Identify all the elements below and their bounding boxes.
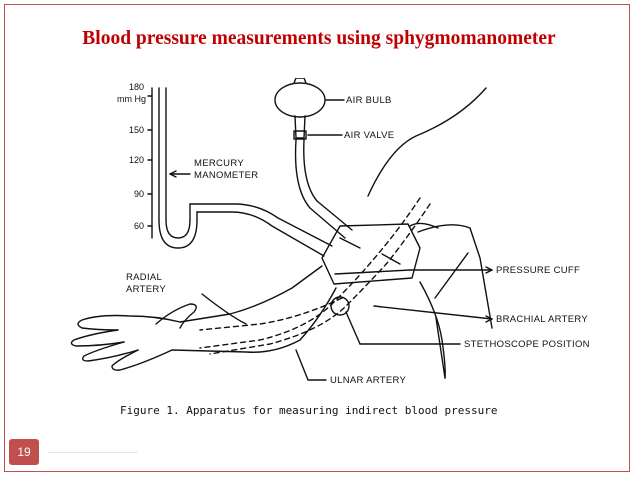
scale-tick-150: 150 (129, 125, 144, 135)
air-bulb-label: AIR BULB (346, 95, 392, 106)
forearm-top (179, 265, 323, 323)
brachial-ulnar-artery (199, 197, 421, 349)
footer-divider (48, 452, 138, 453)
mercury-label: MERCURY (194, 158, 244, 169)
radial-leader (201, 293, 247, 325)
slide-frame (4, 4, 630, 472)
torso-outline (417, 224, 493, 329)
brachial-leader (373, 305, 493, 320)
brachial-artery-label: BRACHIAL ARTERY (496, 314, 588, 325)
manometer-label: MANOMETER (194, 170, 258, 181)
scale-tick-120: 120 (129, 155, 144, 165)
slide-title: Blood pressure measurements using sphygm… (82, 28, 556, 49)
scale-unit: mm Hg (117, 94, 146, 104)
manometer-tube (189, 203, 333, 247)
hand-icon (77, 314, 181, 331)
pressure-cuff-label: PRESSURE CUFF (496, 265, 580, 276)
mercury-u-bend (158, 219, 198, 249)
radial-artery-label: ARTERY (126, 284, 166, 295)
pressure-cuff-icon (321, 223, 421, 285)
scale-tick-90: 90 (134, 189, 144, 199)
air-valve-label: AIR VALVE (344, 130, 394, 141)
slide-number: 19 (17, 445, 31, 459)
ulnar-artery-label: ULNAR ARTERY (330, 375, 406, 386)
scale-tick-180: 180 (129, 82, 144, 92)
ulnar-leader (295, 349, 327, 381)
scale-tick-60: 60 (134, 221, 144, 231)
upper-arm-bottom (419, 281, 446, 379)
sphygmomanometer-figure: 180 mm Hg 150 120 90 60 AIR BULB AIR VAL… (60, 78, 620, 423)
air-valve-icon (293, 130, 307, 140)
stethoscope-icon (330, 296, 350, 316)
figure-caption: Figure 1. Apparatus for measuring indire… (120, 404, 498, 417)
stethoscope-label: STETHOSCOPE POSITION (464, 339, 590, 350)
apparatus-drawing: 180 mm Hg 150 120 90 60 AIR BULB AIR VAL… (70, 78, 590, 417)
upper-arm-top (367, 87, 487, 197)
air-bulb-icon (274, 82, 326, 118)
slide-number-badge: 19 (9, 439, 39, 465)
radial-label: RADIAL (126, 272, 162, 283)
